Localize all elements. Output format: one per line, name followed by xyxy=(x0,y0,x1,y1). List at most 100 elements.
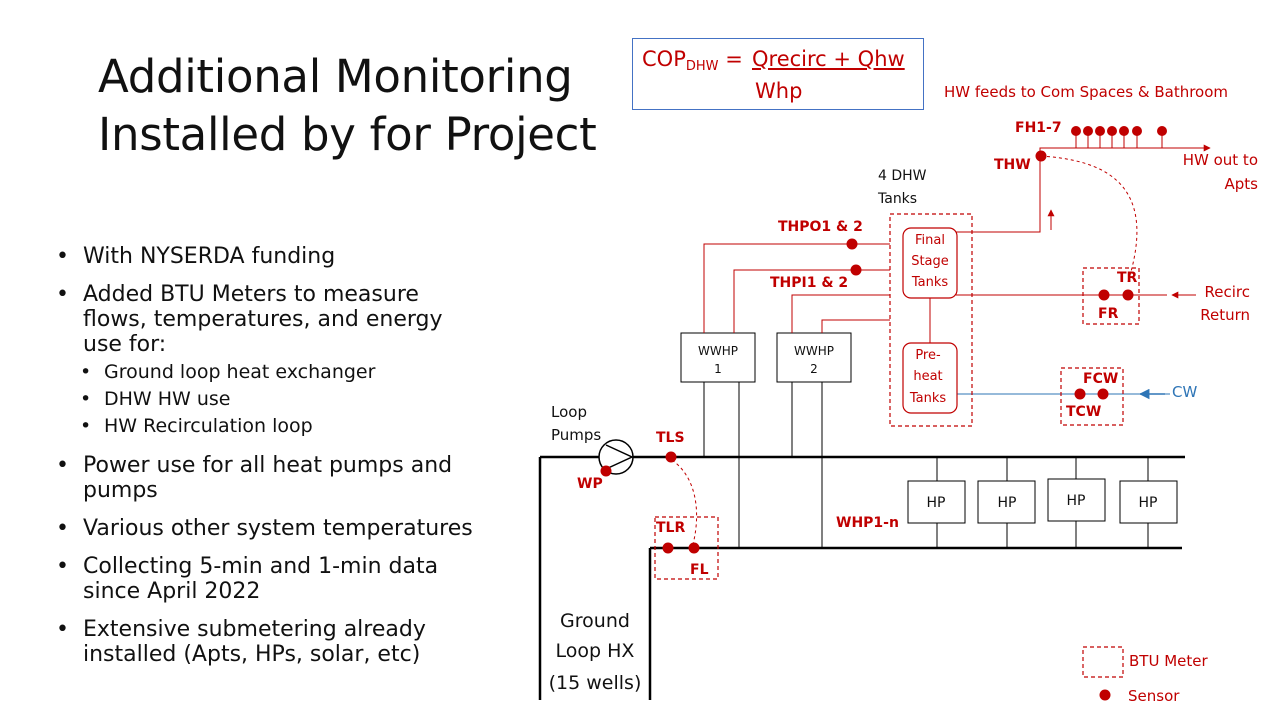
sensor-fh-4 xyxy=(1107,126,1117,136)
fh-label: FH1-7 xyxy=(1015,120,1062,136)
whp-label: WHP1-n xyxy=(836,515,899,531)
legend-sensor-label: Sensor xyxy=(1128,687,1180,705)
bullet-btu-line-3: use for: xyxy=(83,332,167,357)
wwhp-1-box: WWHP 1 xyxy=(680,332,756,383)
sensor-thw xyxy=(1035,150,1047,162)
hp-box-2: HP xyxy=(977,480,1036,524)
sensor-fh-6 xyxy=(1132,126,1142,136)
sensor-thpi xyxy=(850,264,862,276)
wwhp2-out-pipe xyxy=(791,294,890,333)
hp-box-1: HP xyxy=(907,480,966,524)
cop-denominator: Whp xyxy=(755,79,803,103)
preheat-tank-line-2: heat xyxy=(913,369,942,384)
cop-formula-box: COPDHW = Qrecirc + Qhw Whp xyxy=(632,38,924,110)
hw-out-label-2: Apts xyxy=(1225,175,1259,193)
final-tank-line-3: Tanks xyxy=(911,275,949,290)
hw-feeds-label: HW feeds to Com Spaces & Bathroom xyxy=(944,83,1228,101)
hp-3-label: HP xyxy=(1067,493,1086,509)
sensor-fh-1 xyxy=(1071,126,1081,136)
title-line-2: Installed by for Project xyxy=(98,108,597,161)
tlr-label: TLR xyxy=(656,520,685,536)
tcw-label: TCW xyxy=(1066,404,1101,420)
bullet-submetering-line-1: Extensive submetering already xyxy=(83,617,426,642)
bullet-btu-line-2: flows, temperatures, and energy xyxy=(83,307,443,332)
bullet-power-line-1: Power use for all heat pumps and xyxy=(83,453,453,478)
tanks-header-line-2: Tanks xyxy=(877,191,917,207)
bullet-btu-line-1: Added BTU Meters to measure xyxy=(83,282,419,307)
sub-bullet-ground-loop: Ground loop heat exchanger xyxy=(56,359,516,386)
cop-numerator: Qrecirc + Qhw xyxy=(752,47,905,71)
sensor-fr xyxy=(1098,289,1110,301)
recirc-label-1: Recirc xyxy=(1205,283,1250,301)
fcw-label: FCW xyxy=(1083,371,1118,387)
cold-water-btu-meter xyxy=(1060,367,1124,426)
final-tank-line-1: Final xyxy=(915,233,945,248)
thpo-pipe xyxy=(703,243,890,333)
sub-bullet-dhw: DHW HW use xyxy=(56,386,516,413)
tls-fl-link xyxy=(671,459,698,549)
preheat-tank-line-1: Pre- xyxy=(915,348,941,363)
bullet-collecting: Collecting 5-min and 1-min data since Ap… xyxy=(56,554,516,604)
thw-tr-link xyxy=(1040,155,1138,283)
wwhp2-in-pipe xyxy=(821,319,890,333)
hw-out-label-1: HW out to xyxy=(1183,151,1258,169)
sensor-fh-7 xyxy=(1157,126,1167,136)
hp-4-label: HP xyxy=(1139,495,1158,511)
final-stage-tanks: Final Stage Tanks xyxy=(902,227,958,299)
thw-label: THW xyxy=(994,157,1031,173)
ground-loop-btu-meter xyxy=(654,516,719,580)
cop-equals: = xyxy=(725,47,743,71)
bullet-btu-meters: Added BTU Meters to measure flows, tempe… xyxy=(56,282,516,357)
sensor-fh-2 xyxy=(1083,126,1093,136)
wwhp-1-label: WWHP xyxy=(698,344,738,358)
sensors xyxy=(600,126,1167,701)
loop-pump-icon xyxy=(598,439,634,475)
title-line-1: Additional Monitoring xyxy=(98,50,573,103)
fl-label: FL xyxy=(690,562,709,578)
sensor-tls xyxy=(665,451,677,463)
wwhp-2-number: 2 xyxy=(810,362,818,376)
cop-symbol: COP xyxy=(642,47,686,71)
bullet-power-use: Power use for all heat pumps and pumps xyxy=(56,453,516,503)
sensor-fl xyxy=(688,542,700,554)
sub-bullet-recirc: HW Recirculation loop xyxy=(56,413,516,440)
thpi-label: THPI1 & 2 xyxy=(770,275,848,291)
wp-label: WP xyxy=(577,476,603,492)
tr-label: TR xyxy=(1117,270,1138,286)
ground-loop-label-3: (15 wells) xyxy=(549,672,642,694)
recirc-btu-meter xyxy=(1082,267,1140,325)
legend-btu-box xyxy=(1082,646,1124,678)
hp-box-3: HP xyxy=(1047,478,1106,522)
sensor-fh-3 xyxy=(1095,126,1105,136)
sensor-tr xyxy=(1122,289,1134,301)
ground-loop-label-1: Ground xyxy=(560,610,630,632)
sensor-fh-5 xyxy=(1119,126,1129,136)
bullet-power-line-2: pumps xyxy=(83,478,158,503)
bullet-collecting-line-2: since April 2022 xyxy=(83,579,261,604)
ground-loop-label-2: Loop HX xyxy=(556,640,635,662)
hp-box-4: HP xyxy=(1119,480,1178,524)
sensor-tcw xyxy=(1074,388,1086,400)
sensor-fcw xyxy=(1097,388,1109,400)
wwhp-1-number: 1 xyxy=(714,362,722,376)
legend-sensor-dot xyxy=(1099,689,1111,701)
thpo-label: THPO1 & 2 xyxy=(778,219,863,235)
bullet-list: With NYSERDA funding Added BTU Meters to… xyxy=(56,244,516,680)
ground-loop-pipes xyxy=(538,382,1185,700)
tanks-header-line-1: 4 DHW xyxy=(878,168,927,184)
wwhp-2-label: WWHP xyxy=(794,344,834,358)
cw-label: CW xyxy=(1172,383,1197,401)
loop-pumps-label-2: Pumps xyxy=(551,426,601,444)
bullet-funding: With NYSERDA funding xyxy=(56,244,516,269)
slide-title: Additional Monitoring Installed by for P… xyxy=(98,48,638,164)
bullet-submetering: Extensive submetering already installed … xyxy=(56,617,516,667)
hp-2-label: HP xyxy=(998,495,1017,511)
hp-1-label: HP xyxy=(927,495,946,511)
preheat-tanks: Pre- heat Tanks xyxy=(902,342,958,414)
loop-pumps-label-1: Loop xyxy=(551,403,587,421)
cop-lhs: COPDHW = xyxy=(642,47,743,74)
fr-label: FR xyxy=(1098,306,1119,322)
bullet-temperatures: Various other system temperatures xyxy=(56,516,516,541)
bullet-submetering-line-2: installed (Apts, HPs, solar, etc) xyxy=(83,642,421,667)
